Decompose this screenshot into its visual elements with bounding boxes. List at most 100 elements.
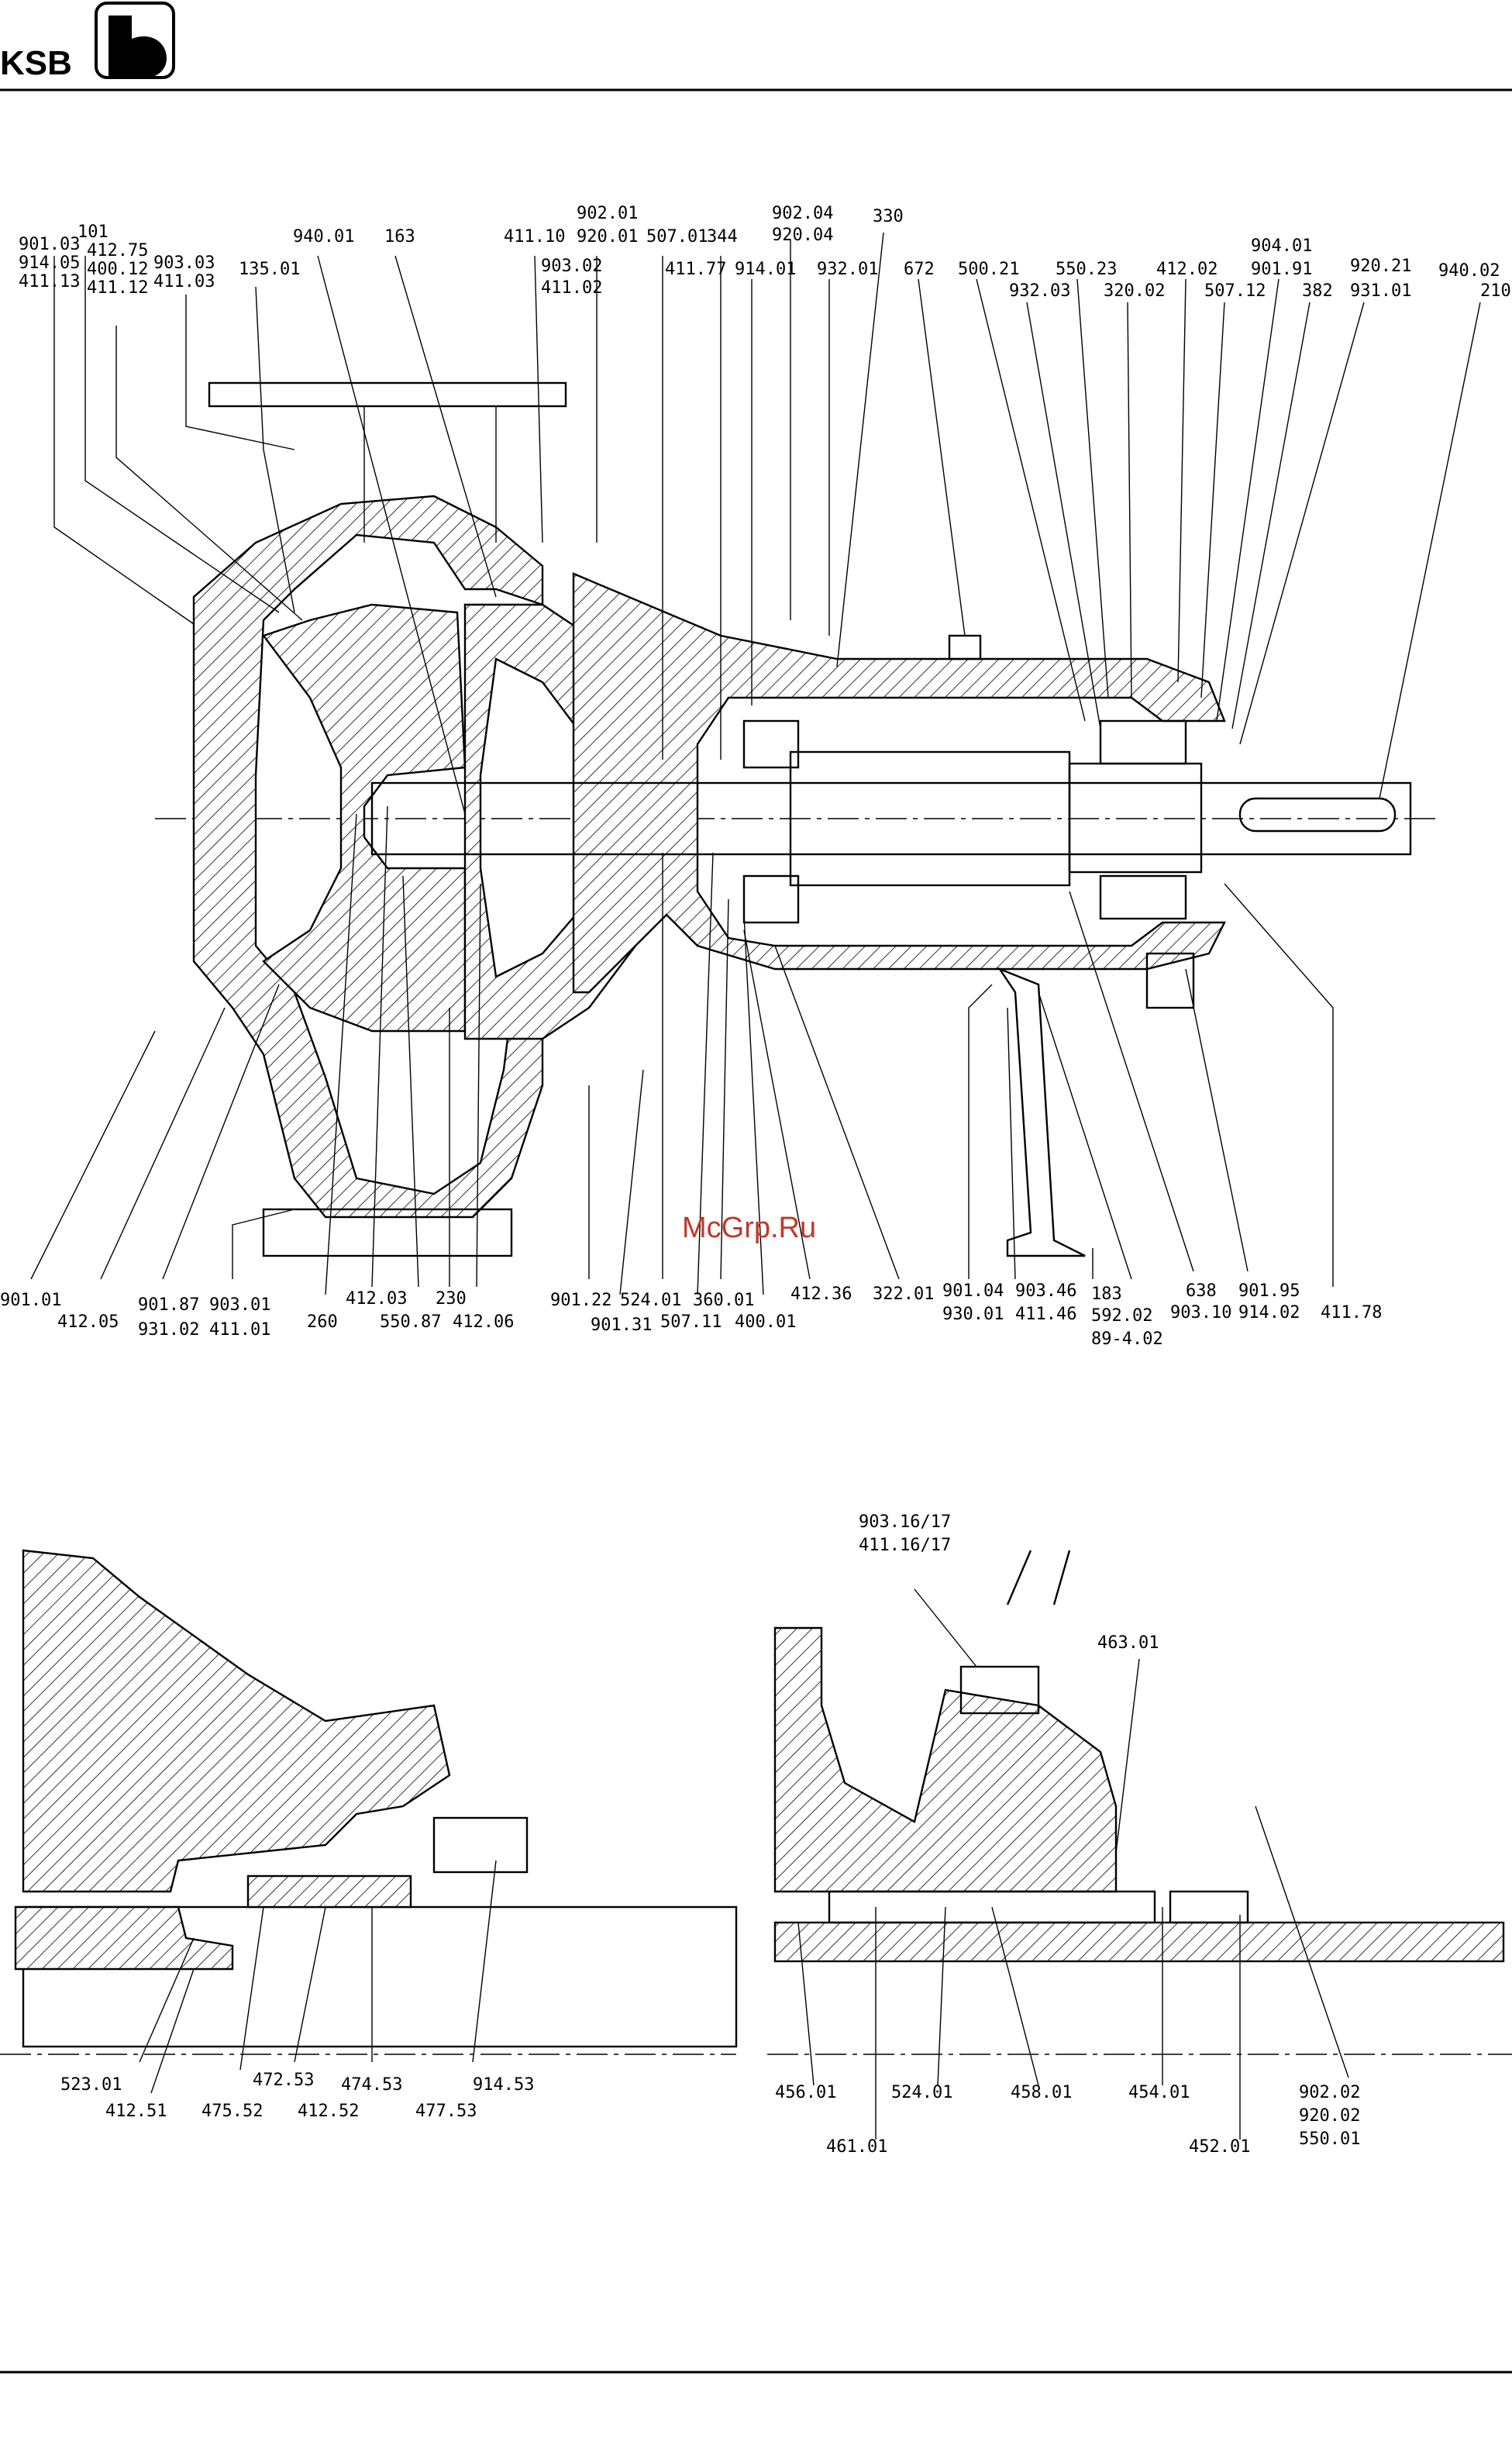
- part-label: 920.21: [1350, 257, 1411, 276]
- part-label: 463.01: [1097, 1633, 1159, 1653]
- leader: [797, 1922, 815, 2086]
- leader: [1007, 1007, 1016, 1280]
- leader: [534, 255, 543, 543]
- oil-filler-cap: [948, 634, 982, 660]
- leader: [720, 898, 729, 1280]
- part-label: 920.02: [1299, 2106, 1360, 2126]
- part-label: 412.51: [105, 2102, 167, 2121]
- gland-housing: [14, 1905, 234, 1971]
- part-label: 412.52: [298, 2102, 359, 2121]
- part-label: 101: [77, 222, 108, 242]
- part-label: 411.01: [209, 1320, 270, 1340]
- bearing-seat: [1068, 762, 1203, 874]
- gland-ring: [1169, 1890, 1249, 1924]
- part-label: 931.02: [138, 1320, 199, 1340]
- part-label: 940.01: [293, 227, 354, 247]
- part-label: 411.77: [665, 260, 726, 279]
- part-label: 507.01: [646, 227, 708, 247]
- part-label: 920.04: [772, 226, 833, 245]
- part-label: 904.01: [1251, 236, 1312, 256]
- part-label: 452.01: [1189, 2137, 1250, 2157]
- part-label: 930.01: [942, 1305, 1004, 1324]
- flush-connection: [959, 1665, 1040, 1715]
- part-label: 360.01: [693, 1291, 754, 1310]
- part-label: 411.12: [87, 278, 148, 298]
- part-label: 477.53: [415, 2102, 477, 2121]
- leader: [84, 256, 280, 613]
- part-label: 507.11: [660, 1312, 722, 1332]
- part-label: 475.52: [201, 2102, 263, 2121]
- part-label: 507.12: [1204, 281, 1266, 301]
- volute-casing: [192, 495, 544, 1219]
- part-label: 903.46: [1015, 1281, 1076, 1301]
- flush-arrows-icon: [1006, 1550, 1071, 1605]
- part-label: 903.10: [1170, 1303, 1231, 1323]
- leader: [991, 1906, 1039, 2086]
- part-label: 524.01: [620, 1291, 681, 1310]
- gland-packing-detail: 523.01 412.51 472.53 475.52 474.53 412.5…: [0, 1549, 738, 2121]
- leader: [139, 1937, 195, 2063]
- leader: [1255, 1805, 1349, 2078]
- leader: [100, 1007, 226, 1280]
- part-label: 592.02: [1091, 1306, 1152, 1326]
- packing-rings: [246, 1874, 412, 1909]
- part-label: 230: [436, 1289, 467, 1309]
- part-label: 901.31: [591, 1316, 652, 1335]
- leader: [976, 278, 1086, 722]
- part-label: 901.95: [1238, 1281, 1300, 1301]
- part-label: 456.01: [775, 2083, 836, 2102]
- stuffing-box-housing: [773, 1626, 1118, 1893]
- leader: [53, 256, 195, 625]
- leader: [1231, 302, 1311, 729]
- leader: [1177, 278, 1187, 683]
- part-label: 903.03: [153, 253, 215, 273]
- part-label: 330: [873, 207, 904, 226]
- part-label: 412.06: [453, 1312, 514, 1332]
- pump-foot: [262, 1208, 513, 1257]
- part-label: 411.78: [1321, 1303, 1382, 1323]
- part-label: 400.01: [735, 1312, 796, 1332]
- leader: [255, 286, 295, 613]
- leader: [968, 984, 993, 1279]
- leader: [476, 883, 481, 1288]
- part-label: 382: [1302, 281, 1333, 301]
- leader: [371, 805, 388, 1288]
- impeller: [262, 603, 467, 1033]
- part-label: 902.02: [1299, 2083, 1360, 2102]
- part-label: 902.01: [577, 204, 638, 223]
- part-label: 458.01: [1011, 2083, 1072, 2102]
- part-label: 260: [307, 1312, 338, 1332]
- leader: [937, 1906, 946, 2086]
- bearing-bracket: [572, 572, 1226, 994]
- leader: [774, 945, 900, 1280]
- leader: [472, 1860, 497, 2063]
- part-label: 320.02: [1104, 281, 1165, 301]
- leader: [697, 852, 714, 1295]
- part-label: 940.02: [1438, 261, 1500, 281]
- leader: [232, 1209, 295, 1279]
- leader: [914, 1588, 977, 1667]
- leader: [115, 326, 303, 621]
- watermark: McGrp.Ru: [682, 1212, 816, 1244]
- part-label: 472.53: [253, 2071, 314, 2090]
- leader: [317, 255, 466, 815]
- part-label: 914.01: [735, 260, 796, 279]
- part-label: 344: [707, 227, 738, 247]
- part-label: 135.01: [239, 260, 300, 279]
- brand-text: KSB: [0, 44, 72, 82]
- part-label: 412.36: [790, 1285, 852, 1304]
- part-label: 163: [384, 227, 415, 247]
- leader: [743, 914, 764, 1295]
- leader: [1185, 968, 1249, 1272]
- part-label: 411.03: [153, 272, 215, 291]
- part-label: 901.91: [1251, 260, 1312, 279]
- part-label: 903.02: [541, 257, 602, 276]
- part-label: 901.01: [0, 1291, 61, 1310]
- pump-section-drawing: 901.03 914.05 411.13 101 412.75 400.12 4…: [0, 204, 1511, 1349]
- leader: [402, 875, 419, 1288]
- part-label: 411.13: [19, 272, 80, 291]
- part-label: 914.53: [473, 2075, 534, 2095]
- part-label: 412.05: [57, 1312, 119, 1332]
- ksb-logo: KSB: [0, 2, 175, 82]
- leader: [836, 232, 884, 667]
